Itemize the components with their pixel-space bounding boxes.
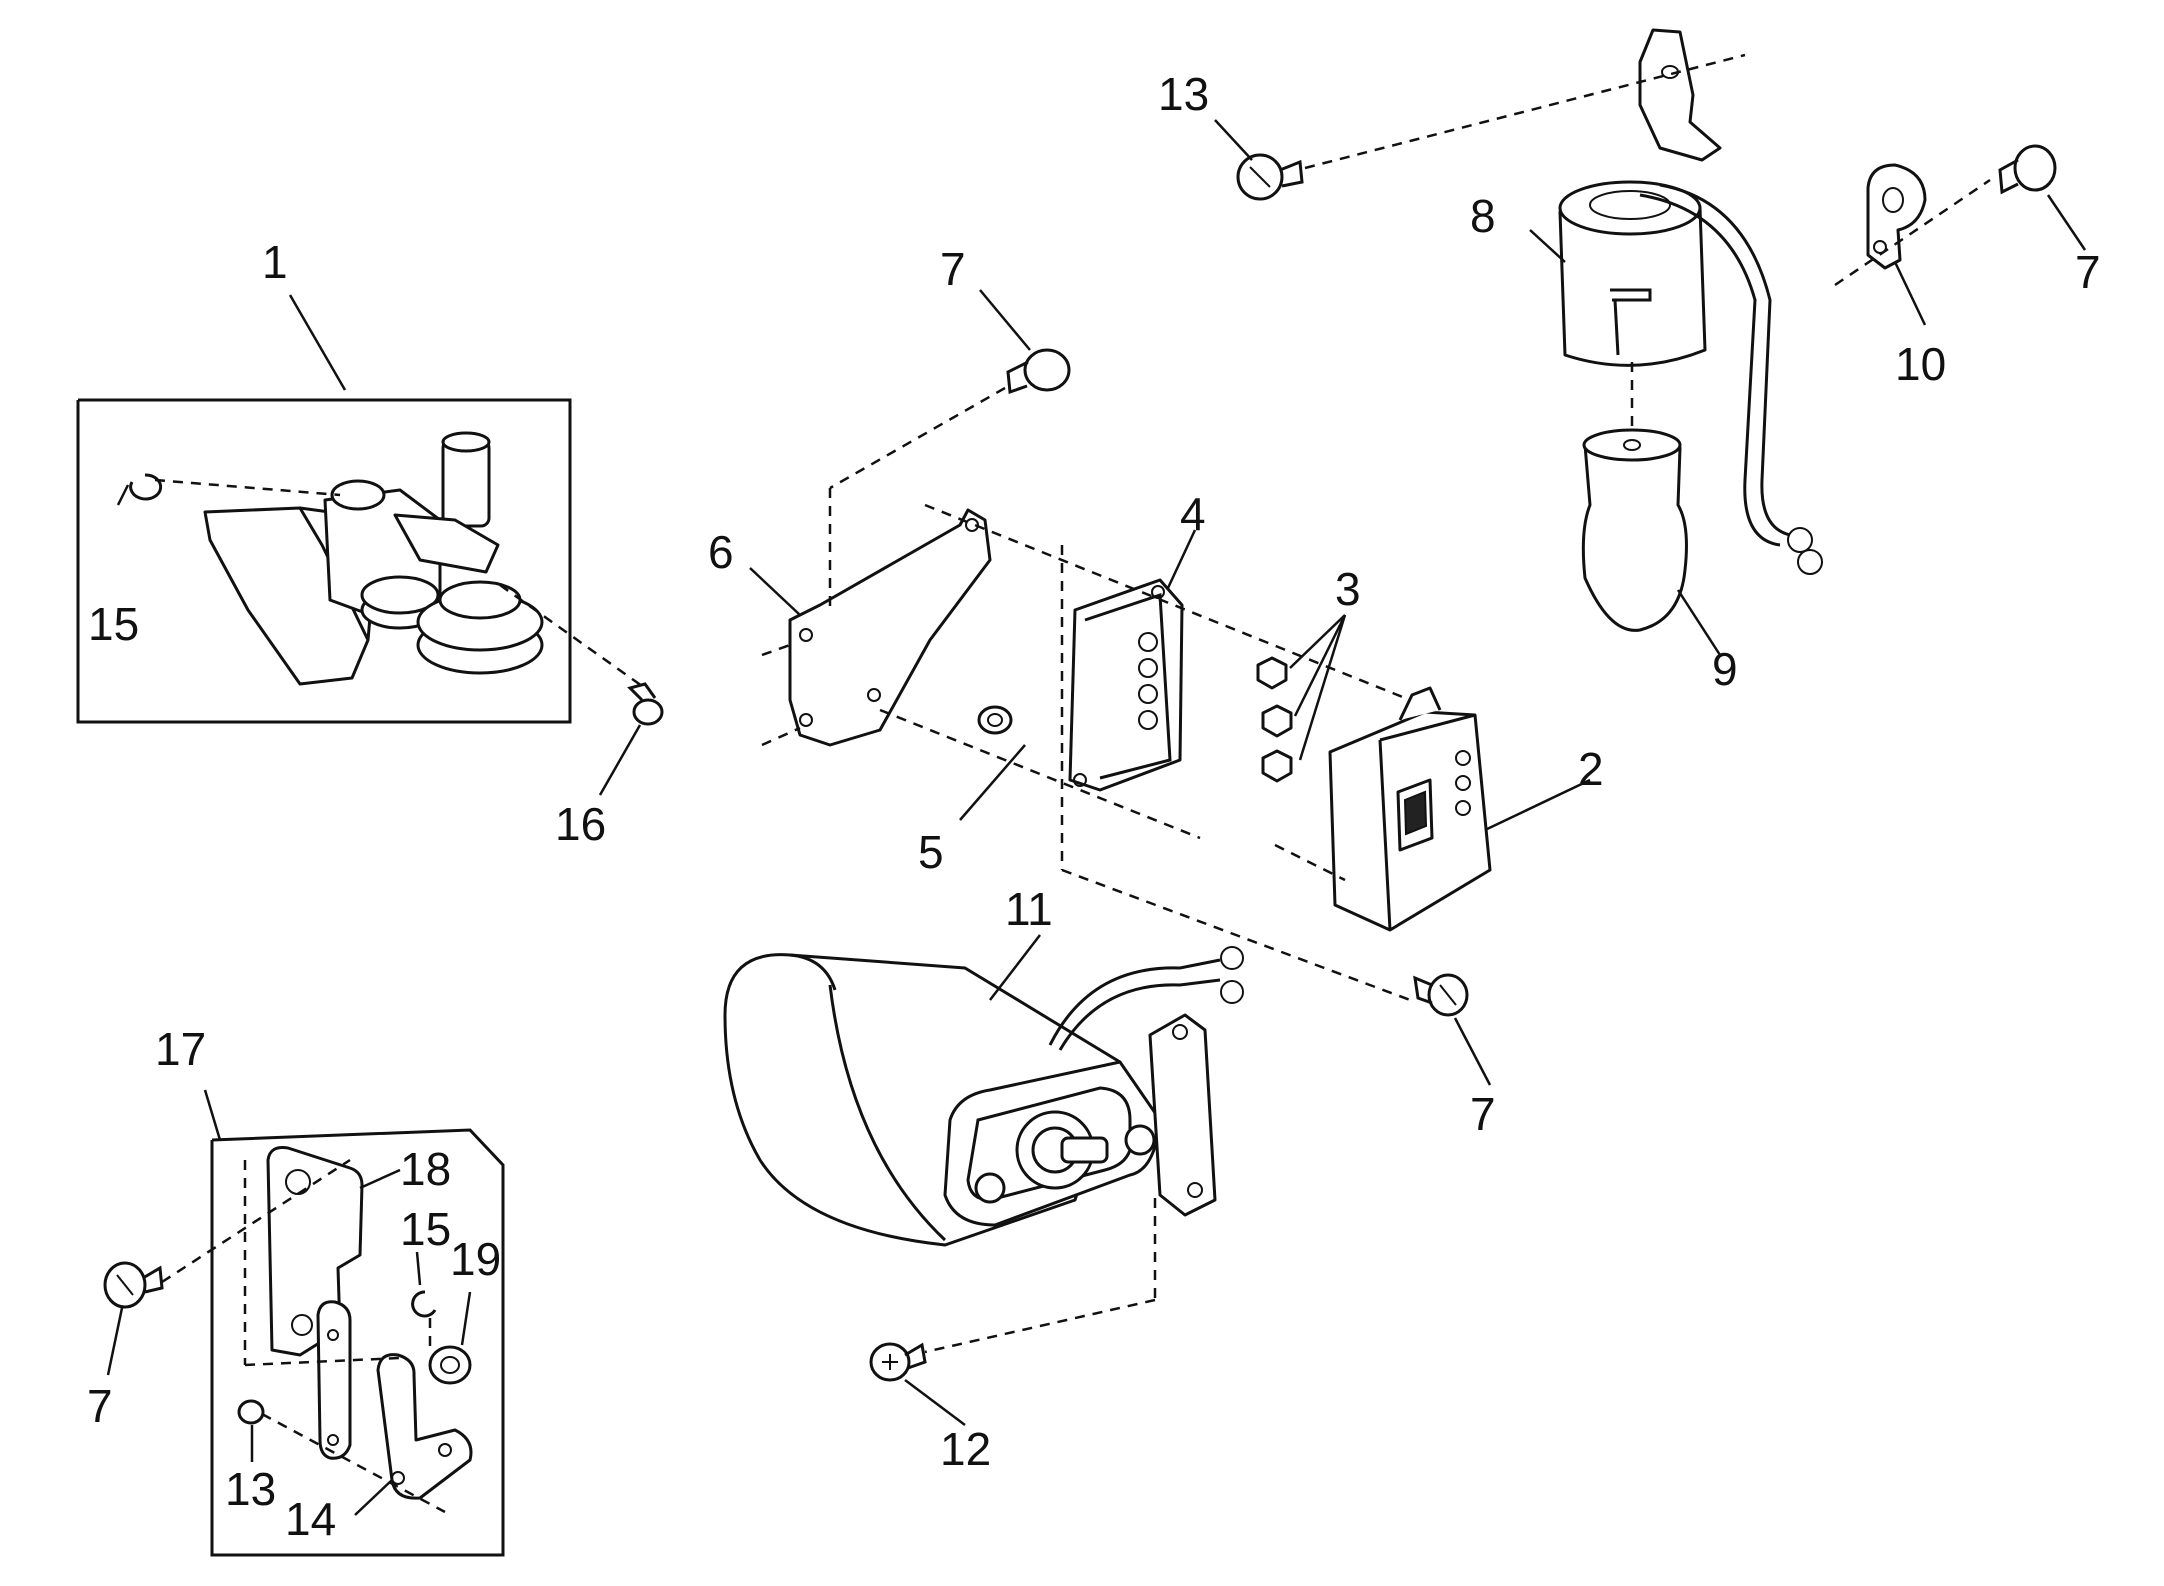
terminal-plate-4 xyxy=(1068,578,1184,792)
callout-10: 10 xyxy=(1895,338,1946,390)
assembly-dashed-lines xyxy=(161,53,1991,1367)
callout-numbers: 1 2 3 4 5 6 7 7 7 7 8 9 10 11 12 13 13 1… xyxy=(87,68,2101,1545)
lamp-socket-8 xyxy=(1558,28,1823,575)
callout-9: 9 xyxy=(1712,643,1738,695)
callout-19: 19 xyxy=(450,1233,501,1285)
callout-6: 6 xyxy=(708,526,734,578)
motor-11 xyxy=(723,946,1244,1247)
bobbin-winder-assembly xyxy=(76,398,643,724)
callout-8: 8 xyxy=(1470,190,1496,242)
callout-14: 14 xyxy=(285,1493,336,1545)
switch-box-2 xyxy=(1328,686,1492,932)
callout-17: 17 xyxy=(155,1023,206,1075)
leader-lines xyxy=(106,119,2087,1516)
callout-18: 18 xyxy=(400,1143,451,1195)
callout-12: 12 xyxy=(940,1423,991,1475)
callout-3: 3 xyxy=(1335,563,1361,615)
callout-7-top: 7 xyxy=(940,243,966,295)
callout-7-right: 7 xyxy=(2075,246,2101,298)
callout-4: 4 xyxy=(1180,488,1206,540)
nuts-3 xyxy=(1256,656,1293,783)
callout-1: 1 xyxy=(262,236,288,288)
callout-11: 11 xyxy=(1005,883,1053,935)
callout-5: 5 xyxy=(918,826,944,878)
callout-15-top: 15 xyxy=(88,598,139,650)
screws xyxy=(103,144,2057,1382)
callout-7-left: 7 xyxy=(87,1380,113,1432)
callout-16: 16 xyxy=(555,798,606,850)
callout-15-bottom: 15 xyxy=(400,1203,451,1255)
callout-13-bottom: 13 xyxy=(225,1463,276,1515)
lamp-bulb-9 xyxy=(1581,428,1688,632)
frame-assembly-17 xyxy=(210,1128,505,1557)
frame-assembly-1 xyxy=(76,398,572,724)
bracket-6 xyxy=(788,508,992,747)
callout-7-middle: 7 xyxy=(1470,1088,1496,1140)
callout-13-top: 13 xyxy=(1158,68,1209,120)
nut-5 xyxy=(977,705,1013,735)
cord-clip-10 xyxy=(1866,163,1927,270)
callout-2: 2 xyxy=(1578,743,1604,795)
